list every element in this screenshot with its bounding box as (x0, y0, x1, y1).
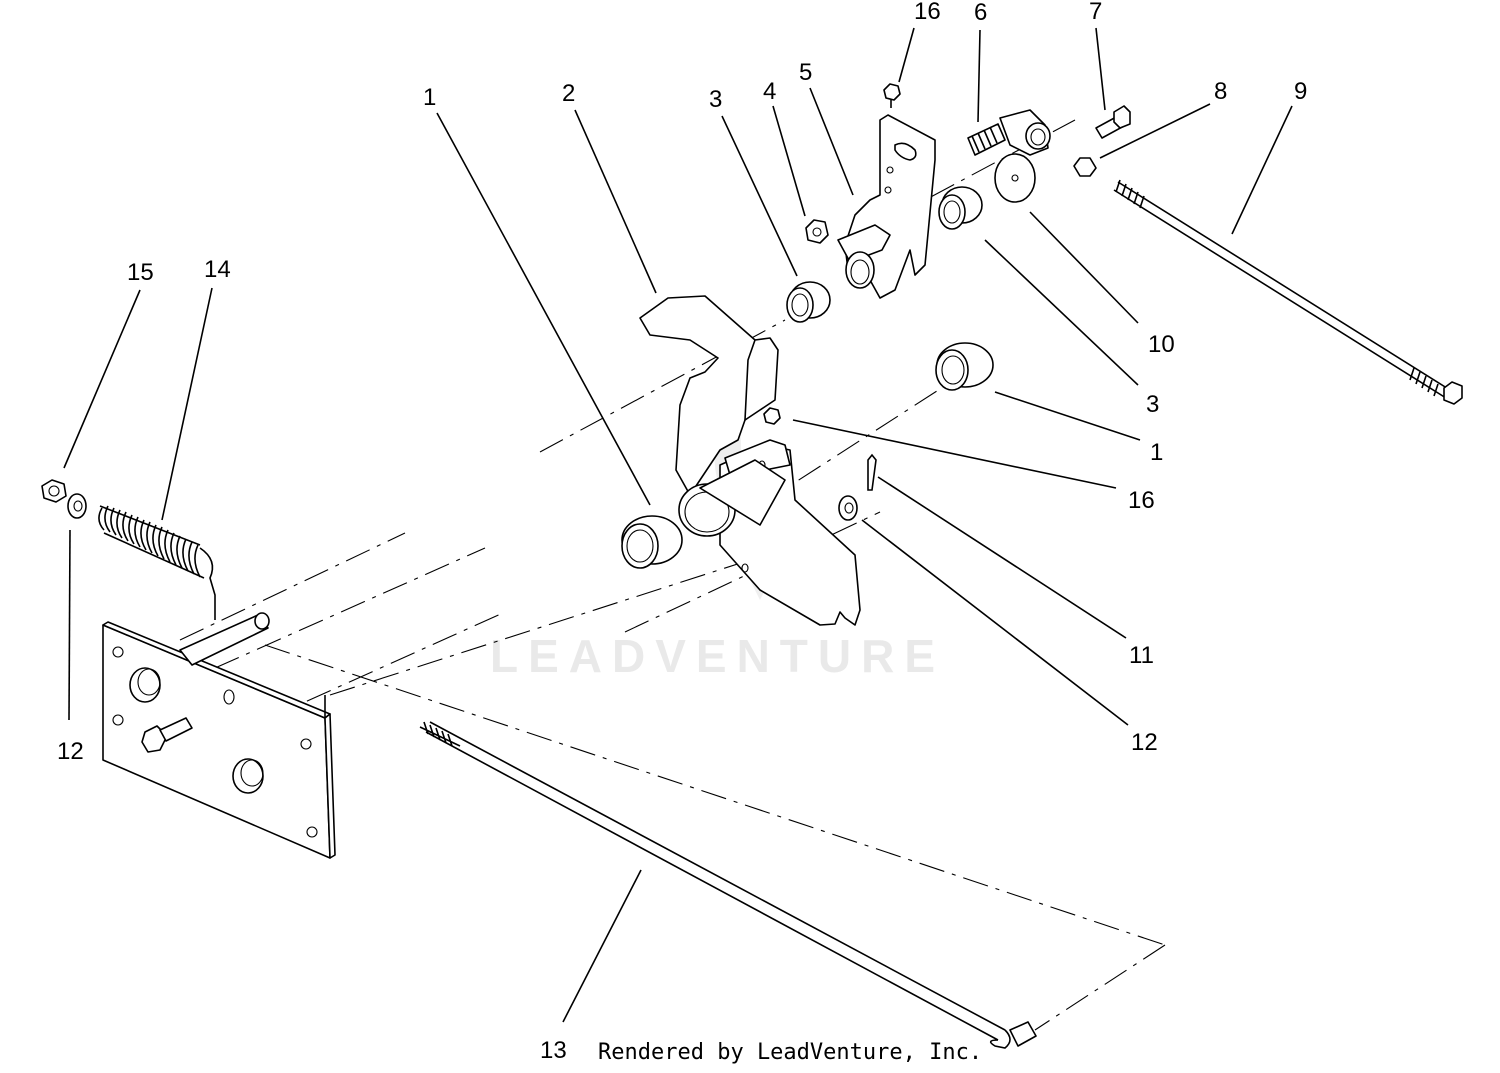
callout-16: 16 (914, 0, 941, 25)
callout-8: 8 (1214, 78, 1227, 105)
callout-12-right: 12 (1131, 729, 1158, 756)
bushing-3-left (786, 281, 831, 323)
extension-spring (98, 505, 216, 620)
leader-lines (63, 27, 1293, 1023)
bushing-1-lower (621, 515, 683, 569)
phantom-lines (111, 119, 1166, 1031)
lever-plate (678, 439, 861, 626)
callout-5: 5 (799, 59, 812, 86)
washer-12-right (838, 495, 858, 521)
nut-15 (41, 479, 67, 503)
watermark-text: LEADVENTURE (490, 630, 945, 682)
callout-10: 10 (1148, 331, 1175, 358)
washer-10 (994, 153, 1036, 203)
cotter-pin-11 (867, 453, 877, 491)
callout-14: 14 (204, 256, 231, 283)
callout-12-left: 12 (57, 738, 84, 765)
callout-16-lower: 16 (1128, 487, 1155, 514)
pedal-arm (639, 295, 779, 496)
threaded-rod-9 (1113, 179, 1463, 405)
nut-4 (805, 219, 829, 244)
callout-2: 2 (562, 80, 575, 107)
nut-8 (1073, 157, 1097, 177)
callout-13: 13 (540, 1037, 567, 1064)
nut-16-lower (763, 407, 781, 425)
mounting-plate (102, 612, 336, 859)
callout-11: 11 (1129, 642, 1154, 669)
bolt-7 (1095, 105, 1131, 139)
bushing-3-right (938, 186, 983, 230)
callout-7: 7 (1089, 0, 1102, 25)
bushing-1-upper (935, 342, 994, 391)
callout-15: 15 (127, 259, 154, 286)
swivel-clevis (999, 109, 1051, 156)
nut-16-upper (883, 83, 901, 108)
bracket-5 (837, 114, 936, 299)
credit-text: Rendered by LeadVenture, Inc. (598, 1040, 982, 1065)
callout-1-right: 1 (1150, 439, 1163, 466)
callout-labels: 1 2 3 4 5 16 6 7 8 9 10 3 1 16 11 12 15 … (57, 0, 1307, 1064)
callout-1: 1 (423, 84, 436, 111)
callout-9: 9 (1294, 78, 1307, 105)
washer-12-left (67, 493, 87, 519)
control-rod-13 (419, 721, 1037, 1049)
callout-3-right: 3 (1146, 391, 1159, 418)
stud-6 (967, 123, 1006, 156)
callout-3: 3 (709, 86, 722, 113)
callout-4: 4 (763, 78, 776, 105)
callout-6: 6 (974, 0, 987, 26)
